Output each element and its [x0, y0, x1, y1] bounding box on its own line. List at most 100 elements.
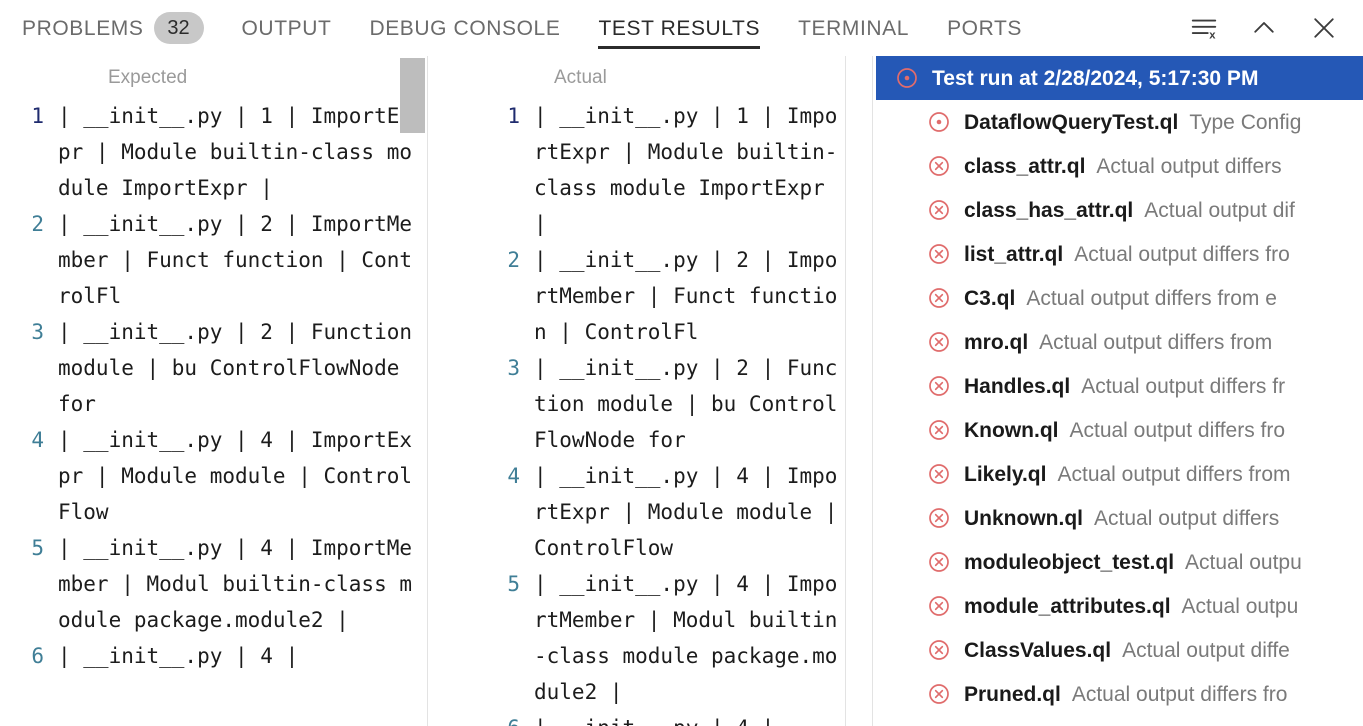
test-failed-icon [926, 681, 952, 707]
pane-divider [845, 56, 846, 726]
svg-text:x: x [1209, 30, 1216, 42]
line-content: | __init__.py | 2 | Function module | bu… [534, 356, 838, 452]
line-content: | __init__.py | 2 | ImportMember | Funct… [58, 212, 413, 308]
test-item-description: Actual output differs [1096, 154, 1282, 178]
test-item-handles[interactable]: Handles.ql Actual output differs fr [874, 364, 1363, 408]
test-item-unknown[interactable]: Unknown.ql Actual output differs [874, 496, 1363, 540]
test-item-description: Actual output differs [1094, 506, 1280, 530]
expected-pane-title: Expected [108, 67, 188, 88]
test-results-body: Expected 1 | __init__.py | 1 | ImportExp… [0, 56, 1363, 726]
tab-test-results-label: TEST RESULTS [598, 16, 761, 40]
test-item-label: Likely.ql [964, 462, 1047, 486]
test-failed-icon [926, 285, 952, 311]
diff-pane-expected: Expected 1 | __init__.py | 1 | ImportExp… [0, 56, 426, 726]
tree-left-edge [874, 56, 876, 726]
tab-terminal-label: TERMINAL [798, 16, 910, 40]
test-item-label: list_attr.ql [964, 242, 1064, 266]
test-item-class-has-attr[interactable]: class_has_attr.ql Actual output dif [874, 188, 1363, 232]
test-failed-icon [926, 241, 952, 267]
code-line[interactable]: 1 | __init__.py | 1 | ImportExpr | Modul… [430, 98, 845, 242]
tab-ports[interactable]: PORTS [947, 0, 1022, 56]
chevron-up-icon[interactable] [1247, 11, 1281, 45]
test-failed-icon [926, 197, 952, 223]
line-content: | __init__.py | 1 | ImportExpr | Module … [534, 104, 838, 236]
test-item-label: Known.ql [964, 418, 1059, 442]
test-item-description: Actual output diffe [1122, 638, 1290, 662]
line-number: 3 [31, 320, 44, 344]
test-item-label: Handles.ql [964, 374, 1071, 398]
close-icon[interactable] [1307, 11, 1341, 45]
code-line[interactable]: 3 | __init__.py | 2 | Function module | … [430, 350, 845, 458]
test-item-known[interactable]: Known.ql Actual output differs fro [874, 408, 1363, 452]
test-item-pruned[interactable]: Pruned.ql Actual output differs fro [874, 672, 1363, 716]
expected-vertical-scrollbar[interactable] [400, 58, 425, 133]
test-item-description: Actual output differs fro [1074, 242, 1290, 266]
test-failed-icon [926, 373, 952, 399]
test-item-description: Actual output differs from [1057, 462, 1291, 486]
test-failed-icon [926, 417, 952, 443]
line-number: 2 [507, 248, 520, 272]
tab-ports-label: PORTS [947, 16, 1023, 40]
code-line[interactable]: 1 | __init__.py | 1 | ImportExpr | Modul… [0, 98, 426, 206]
tab-output[interactable]: OUTPUT [242, 0, 332, 56]
code-line[interactable]: 5 | __init__.py | 4 | ImportMember | Mod… [430, 566, 845, 710]
line-content: | __init__.py | 2 | ImportMember | Funct… [534, 248, 838, 344]
line-number: 5 [507, 572, 520, 596]
code-line[interactable]: 5 | __init__.py | 4 | ImportMember | Mod… [0, 530, 426, 638]
expected-code-area[interactable]: 1 | __init__.py | 1 | ImportExpr | Modul… [0, 98, 426, 726]
tab-debug-console[interactable]: DEBUG CONSOLE [369, 0, 560, 56]
problems-count-badge: 32 [153, 12, 204, 44]
test-item-module-attributes[interactable]: module_attributes.ql Actual outpu [874, 584, 1363, 628]
test-item-label: C3.ql [964, 286, 1016, 310]
code-line[interactable]: 3 | __init__.py | 2 | Function module | … [0, 314, 426, 422]
line-number: 3 [507, 356, 520, 380]
code-line[interactable]: 4 | __init__.py | 4 | ImportExpr | Modul… [430, 458, 845, 566]
code-line[interactable]: 6 | __init__.py | 4 | [0, 638, 426, 674]
test-item-description: Actual output differs fro [1069, 418, 1286, 442]
test-item-dataflowquerytest[interactable]: DataflowQueryTest.ql Type Config [874, 100, 1363, 144]
test-item-likely[interactable]: Likely.ql Actual output differs from [874, 452, 1363, 496]
tab-output-label: OUTPUT [241, 16, 332, 40]
line-content: | __init__.py | 1 | ImportExpr | Module … [58, 104, 413, 200]
test-item-c3[interactable]: C3.ql Actual output differs from e [874, 276, 1363, 320]
tab-test-results[interactable]: TEST RESULTS [598, 0, 760, 56]
test-item-description: Actual outpu [1181, 594, 1299, 618]
line-content: | __init__.py | 2 | Function module | bu… [58, 320, 425, 416]
test-results-tree: Test run at 2/28/2024, 5:17:30 PM Datafl… [874, 56, 1363, 726]
test-item-description: Actual output differs from [1039, 330, 1273, 354]
line-number: 5 [31, 536, 44, 560]
test-item-moduleobject-test[interactable]: moduleobject_test.ql Actual outpu [874, 540, 1363, 584]
test-item-list-attr[interactable]: list_attr.ql Actual output differs fro [874, 232, 1363, 276]
actual-pane-title: Actual [554, 67, 607, 88]
test-item-mro[interactable]: mro.ql Actual output differs from [874, 320, 1363, 364]
test-run-root-row[interactable]: Test run at 2/28/2024, 5:17:30 PM [874, 56, 1363, 100]
test-item-class-attr[interactable]: class_attr.ql Actual output differs [874, 144, 1363, 188]
test-failed-icon [926, 549, 952, 575]
code-line[interactable]: 2 | __init__.py | 2 | ImportMember | Fun… [430, 242, 845, 350]
test-item-label: class_attr.ql [964, 154, 1086, 178]
code-line[interactable]: 6 | __init__.py | 4 | [430, 710, 845, 726]
test-failed-icon [926, 461, 952, 487]
test-item-label: DataflowQueryTest.ql [964, 110, 1179, 134]
tab-problems-label: PROBLEMS [22, 16, 144, 40]
panel-actions: x [1187, 11, 1363, 45]
test-failed-icon [926, 153, 952, 179]
line-number: 1 [507, 104, 520, 128]
test-item-description: Actual output differs fr [1081, 374, 1286, 398]
line-number: 6 [430, 710, 534, 726]
test-run-label: Test run at 2/28/2024, 5:17:30 PM [932, 66, 1259, 90]
test-item-label: Pruned.ql [964, 682, 1061, 706]
test-item-description: Actual output dif [1144, 198, 1295, 222]
code-line[interactable]: 4 | __init__.py | 4 | ImportExpr | Modul… [0, 422, 426, 530]
tab-problems[interactable]: PROBLEMS 32 [22, 0, 204, 56]
test-item-label: moduleobject_test.ql [964, 550, 1175, 574]
code-line[interactable]: 2 | __init__.py | 2 | ImportMember | Fun… [0, 206, 426, 314]
test-item-classvalues[interactable]: ClassValues.ql Actual output diffe [874, 628, 1363, 672]
tab-terminal[interactable]: TERMINAL [798, 0, 909, 56]
line-number: 2 [31, 212, 44, 236]
test-item-label: Unknown.ql [964, 506, 1083, 530]
line-content: | __init__.py | 4 | ImportMember | Modul… [534, 572, 838, 704]
pane-divider [427, 56, 428, 726]
actual-code-area[interactable]: 1 | __init__.py | 1 | ImportExpr | Modul… [430, 98, 845, 726]
clear-output-icon[interactable]: x [1187, 11, 1221, 45]
